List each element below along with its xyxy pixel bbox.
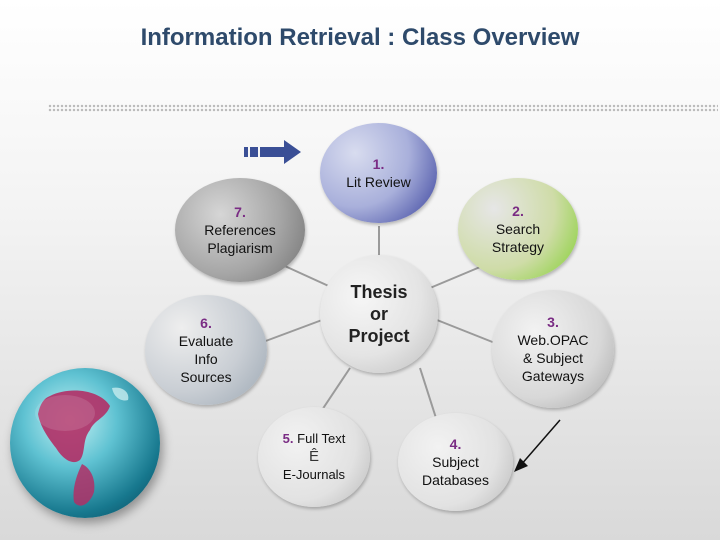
node-label-secondary: E-Journals xyxy=(282,467,346,482)
node-number: 1. xyxy=(372,156,385,172)
center-line-2: or xyxy=(370,304,388,324)
page-title: Information Retrieval : Class Overview xyxy=(140,24,580,51)
node-references: 7. References Plagiarism xyxy=(175,178,305,282)
node-full-text: 5. Full Text Ê E-Journals xyxy=(258,407,370,507)
node-webopac: 3. Web.OPAC & Subject Gateways xyxy=(492,290,614,408)
right-arrow-icon xyxy=(244,140,301,164)
pointer-line-head xyxy=(514,458,528,472)
symbol-glyph: Ê xyxy=(308,448,319,465)
node-number: 3. xyxy=(547,314,559,330)
node-lit-review: 1. Lit Review xyxy=(320,123,437,223)
node-label: Full Text xyxy=(297,431,346,446)
center-node-thesis: Thesis or Project xyxy=(320,255,438,373)
globe-image xyxy=(10,368,160,518)
node-number: 5. xyxy=(282,431,294,446)
globe-continents xyxy=(35,387,129,506)
node-subject-databases: 4. Subject Databases xyxy=(398,413,513,511)
node-number: 2. xyxy=(512,203,524,219)
node-search-strategy: 2. Search Strategy xyxy=(458,178,578,280)
connector-5 xyxy=(321,367,351,411)
node-number: 6. xyxy=(200,315,212,331)
connector-4 xyxy=(419,367,437,419)
node-label: Web.OPAC & Subject Gateways xyxy=(517,332,589,384)
connector-6 xyxy=(262,319,323,343)
pointer-line-icon xyxy=(519,419,561,467)
node-label: Subject Databases xyxy=(422,454,489,488)
connector-3 xyxy=(436,319,501,346)
node-label: Evaluate Info Sources xyxy=(178,333,234,385)
node-number: 7. xyxy=(234,204,246,220)
node-label: Search Strategy xyxy=(491,221,545,255)
center-line-1: Thesis xyxy=(350,282,408,302)
node-number: 4. xyxy=(449,436,462,452)
node-label: Lit Review xyxy=(346,174,411,190)
dotted-divider xyxy=(48,104,718,112)
node-label: References Plagiarism xyxy=(204,222,276,256)
center-line-3: Project xyxy=(348,326,410,346)
node-evaluate-sources: 6. Evaluate Info Sources xyxy=(145,295,267,405)
